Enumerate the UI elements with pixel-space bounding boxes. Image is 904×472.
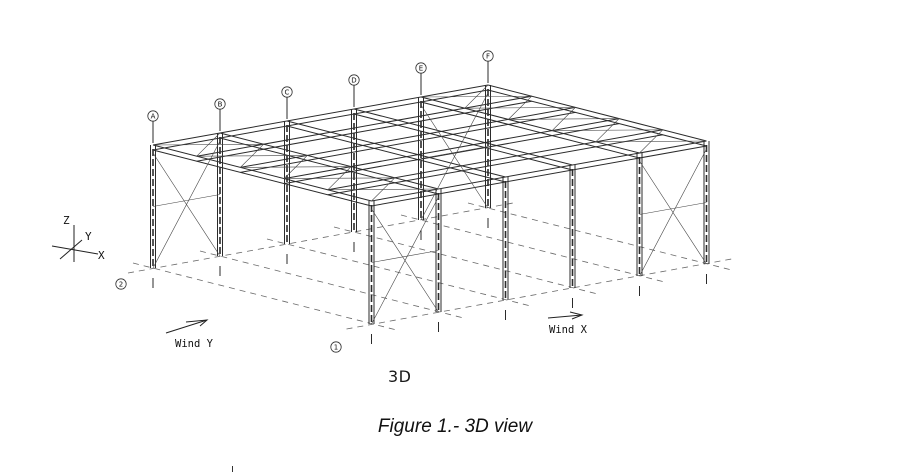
grid-bubble-b-label: B xyxy=(218,101,223,109)
grid-bubble-e-label: E xyxy=(419,65,423,73)
roof-brace xyxy=(371,177,396,202)
ground-plan-dashed-lines xyxy=(127,202,732,331)
roof-brace xyxy=(508,95,532,120)
ground-line-lateral xyxy=(400,214,665,283)
roof-beam-longitudinal xyxy=(152,84,489,146)
grid-bubble-d-circle xyxy=(348,74,360,86)
steel-frame xyxy=(150,61,710,344)
roof-beam-transverse-lower xyxy=(420,101,640,159)
grid-bubble-f-circle xyxy=(482,50,494,62)
view-label: 3D xyxy=(388,367,412,386)
roof-beam-longitudinal-lower xyxy=(240,111,576,173)
roof-brace xyxy=(283,155,308,179)
grid-bubble-c: C xyxy=(281,86,293,98)
roof-beam-transverse xyxy=(152,144,372,202)
wall-brace-strut xyxy=(420,146,489,159)
grid-bubble-e-circle xyxy=(415,62,427,74)
grid-bubble-d: D xyxy=(348,74,360,86)
grid-bubble-b-circle xyxy=(214,98,226,110)
figure-caption-text: Figure 1.- 3D view xyxy=(377,416,533,437)
ground-line-lateral xyxy=(199,250,464,319)
axis-z-label: Z xyxy=(63,214,70,227)
roof-beam-longitudinal-lower xyxy=(371,145,707,207)
grid-bubble-2-circle xyxy=(115,278,127,290)
grid-bubble-2-label: 2 xyxy=(119,281,123,289)
roof-beam-longitudinal-lower xyxy=(327,134,663,196)
roof-beam-transverse xyxy=(487,84,707,142)
grid-bubble-e: E xyxy=(415,62,427,74)
roof-brace xyxy=(327,166,352,191)
axis-x-line xyxy=(51,245,99,255)
roof-brace xyxy=(551,107,576,131)
roof-beam-longitudinal xyxy=(284,118,620,180)
roof-beam-transverse-lower xyxy=(152,149,372,207)
wall-brace-strut xyxy=(371,250,439,263)
grid-bubble-a-label: A xyxy=(151,113,156,121)
wall-brace xyxy=(420,92,489,221)
grid-bubble-1-label: 1 xyxy=(334,344,338,352)
grid-bubble-a-circle xyxy=(147,110,159,122)
grid-bubble-c-label: C xyxy=(285,89,290,97)
wind-x-label: Wind X xyxy=(549,324,588,336)
axis-y-label: Y xyxy=(85,230,92,243)
roof-beam-transverse-lower xyxy=(353,113,573,171)
wall-brace xyxy=(371,196,439,325)
roof-beam-longitudinal-lower xyxy=(196,100,532,162)
grid-bubble-c-circle xyxy=(281,86,293,98)
stray-mark xyxy=(232,466,233,472)
wind-y-label: Wind Y xyxy=(175,338,214,350)
wall-brace xyxy=(639,148,707,277)
wall-brace-strut xyxy=(639,202,707,215)
grid-bubble-f: F xyxy=(482,50,494,62)
wind-y-arrow-icon xyxy=(165,319,209,334)
roof-beam-transverse xyxy=(286,120,506,178)
roof-beam-longitudinal-lower xyxy=(284,123,620,185)
roof-beam-longitudinal xyxy=(240,106,576,168)
roof-brace xyxy=(464,84,489,109)
wall-brace-strut xyxy=(152,194,221,207)
roof-brace xyxy=(639,129,664,154)
figure-caption: Figure 1.- 3D view xyxy=(0,416,904,438)
roof-brace xyxy=(196,132,221,157)
roof-beam-transverse xyxy=(353,108,573,166)
roof-brace xyxy=(595,118,620,143)
roof-beam-transverse-lower xyxy=(286,125,506,183)
roof-beam-transverse xyxy=(420,96,640,154)
grid-bubble-2: 2 xyxy=(115,278,127,290)
axis-y-line xyxy=(59,239,83,260)
roof-beam-transverse xyxy=(219,132,439,190)
grid-bubble-b: B xyxy=(214,98,226,110)
roof-beam-longitudinal xyxy=(327,129,663,191)
ground-line-longitudinal xyxy=(127,202,514,274)
grid-bubble-1: 1 xyxy=(330,341,342,353)
grid-bubbles: A B C D E F 1 2 xyxy=(115,50,494,353)
wall-brace xyxy=(152,140,221,269)
cross-bracing xyxy=(152,84,707,325)
ground-line-longitudinal xyxy=(346,258,732,330)
axis-x-label: X xyxy=(98,249,105,262)
ground-line-lateral xyxy=(132,262,397,331)
grid-bubble-1-circle xyxy=(330,341,342,353)
grid-bubble-d-label: D xyxy=(351,77,356,85)
roof-beam-longitudinal-lower xyxy=(152,89,489,151)
grid-bubble-f-label: F xyxy=(486,53,490,61)
axis-triad xyxy=(51,225,99,262)
ground-line-lateral xyxy=(467,202,732,271)
grid-bubble-a: A xyxy=(147,110,159,122)
roof-brace xyxy=(240,143,264,168)
roof-beam-transverse-lower xyxy=(487,89,707,147)
wind-x-arrow-icon xyxy=(547,311,584,320)
ground-line-lateral xyxy=(333,226,598,295)
roof-beam-transverse-lower xyxy=(219,137,439,195)
